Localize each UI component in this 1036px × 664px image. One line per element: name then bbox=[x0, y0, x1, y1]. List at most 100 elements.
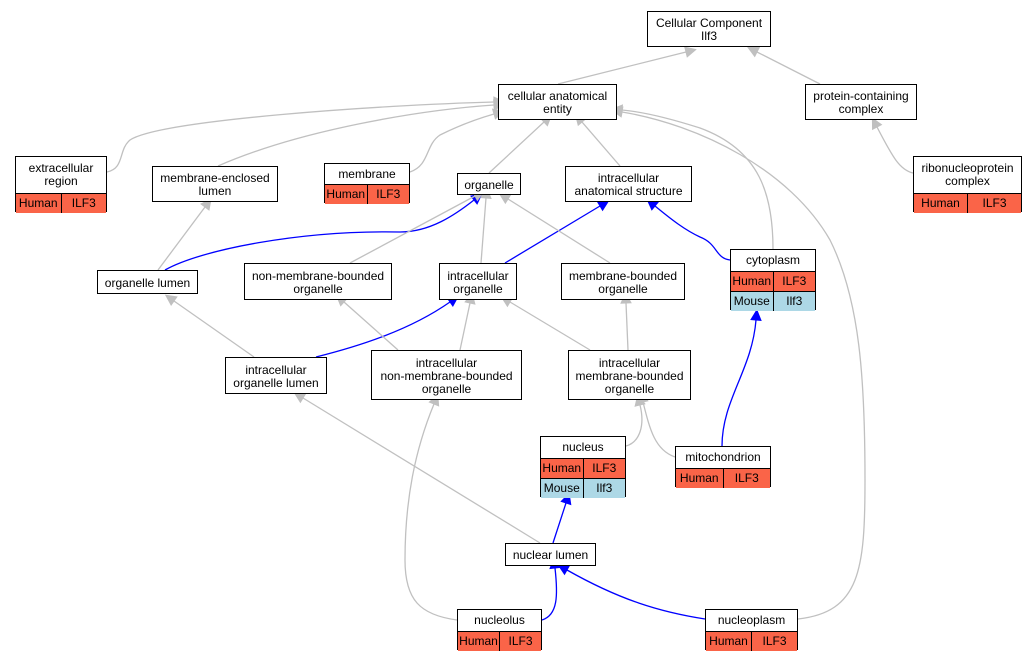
edge-line bbox=[642, 401, 676, 458]
node-label: ribonucleoprotein complex bbox=[921, 161, 1014, 188]
node-membrane-bounded-organelle[interactable]: membrane-bounded organelle bbox=[561, 263, 685, 300]
node-label: cellular anatomical entity bbox=[507, 89, 608, 116]
node-label: cytoplasm bbox=[745, 253, 801, 267]
species-cell: Mouse bbox=[543, 481, 580, 495]
node-intracellular-organelle[interactable]: intracellular organelle bbox=[439, 263, 517, 300]
edge-line bbox=[721, 319, 757, 447]
node-label: extracellular region bbox=[28, 161, 94, 188]
node-label: nuclear lumen bbox=[512, 548, 589, 562]
edge-membrane-enclosed-lumen-to-cae bbox=[217, 99, 506, 167]
edge-nuclear-lumen-to-intracellular-organelle-lumen bbox=[293, 392, 541, 544]
gene-cell: ILF3 bbox=[582, 459, 626, 478]
node-label: protein-containing complex bbox=[813, 89, 909, 116]
edge-line bbox=[315, 301, 451, 358]
species-cell: Human bbox=[732, 274, 772, 288]
edge-line bbox=[654, 205, 731, 261]
edge-organelle-lumen-to-membrane-enclosed-lumen bbox=[157, 198, 212, 271]
edge-organelle-to-cae bbox=[488, 114, 553, 174]
gene-cell: ILF3 bbox=[60, 194, 107, 213]
node-label: intracellular non-membrane-bounded organ… bbox=[380, 355, 513, 396]
gene-cell: ILF3 bbox=[366, 185, 410, 204]
edge-line bbox=[581, 121, 621, 167]
edge-line bbox=[106, 101, 495, 173]
node-root[interactable]: Cellular Component Ilf3 bbox=[647, 11, 771, 47]
species-cell: Human bbox=[459, 634, 498, 648]
edge-cae-to-root bbox=[557, 46, 697, 85]
gene-cell: ILF3 bbox=[722, 469, 771, 488]
species-cell: Mouse bbox=[733, 294, 770, 308]
node-label: intracellular organelle lumen bbox=[233, 362, 319, 390]
gene-cell: ILF3 bbox=[499, 632, 541, 651]
edge-extracellular-region-to-cae bbox=[106, 96, 506, 173]
node-label: intracellular organelle bbox=[447, 268, 509, 296]
edge-mitochondrion-to-cytoplasm bbox=[721, 308, 762, 447]
node-label: intracellular membrane-bounded organelle bbox=[575, 355, 684, 396]
node-label: Cellular Component Ilf3 bbox=[655, 16, 763, 43]
gene-cell: ILF3 bbox=[967, 194, 1021, 213]
species-cell: Human bbox=[679, 471, 719, 485]
node-membrane-enclosed-lumen[interactable]: membrane-enclosed lumen bbox=[152, 166, 278, 202]
node-label: nucleus bbox=[562, 440, 604, 454]
node-non-membrane-bounded-organelle[interactable]: non-membrane-bounded organelle bbox=[244, 263, 392, 300]
species-cell: Human bbox=[326, 187, 366, 201]
node-label: membrane-enclosed lumen bbox=[160, 171, 270, 198]
node-organelle-lumen[interactable]: organelle lumen bbox=[97, 270, 198, 294]
edge-line bbox=[409, 113, 495, 173]
edge-line bbox=[488, 121, 545, 174]
edge-nuclear-lumen-to-nucleus bbox=[552, 492, 572, 544]
edge-line bbox=[302, 397, 541, 544]
species-cell: Human bbox=[921, 196, 960, 210]
node-label: nucleoplasm bbox=[717, 613, 786, 627]
edge-line bbox=[459, 302, 471, 351]
edge-pcc-to-root bbox=[747, 46, 821, 85]
edge-arrowhead bbox=[871, 117, 883, 131]
edge-membrane-to-cae bbox=[409, 108, 505, 173]
node-intracellular-organelle-lumen[interactable]: intracellular organelle lumen bbox=[225, 357, 327, 394]
node-intracellular-anatomical-structure[interactable]: intracellular anatomical structure bbox=[565, 166, 692, 202]
node-organelle[interactable]: organelle bbox=[457, 173, 521, 195]
edge-line bbox=[217, 104, 495, 167]
edge-line bbox=[157, 206, 206, 271]
edge-line bbox=[509, 301, 591, 351]
edge-arrowhead bbox=[164, 294, 178, 307]
edge-nucleolus-to-nuclear-lumen bbox=[541, 556, 561, 621]
edge-intracellular-anatomical-structure-to-cae bbox=[574, 113, 621, 167]
edge-intracellular-organelle-lumen-to-intracellular-organelle bbox=[315, 295, 460, 358]
node-pcc[interactable]: protein-containing complex bbox=[805, 84, 917, 120]
node-cae[interactable]: cellular anatomical entity bbox=[498, 84, 617, 120]
node-nuclear-lumen[interactable]: nuclear lumen bbox=[505, 543, 596, 566]
species-cell: Human bbox=[709, 634, 748, 648]
edge-line bbox=[173, 300, 255, 358]
edge-line bbox=[876, 126, 914, 174]
node-label: organelle bbox=[464, 177, 514, 192]
edge-line bbox=[343, 301, 399, 351]
edge-arrowhead bbox=[747, 46, 761, 58]
node-label: membrane-bounded organelle bbox=[568, 268, 678, 296]
gene-cell: ILF3 bbox=[772, 272, 816, 291]
species-cell: Human bbox=[542, 461, 582, 475]
node-label: membrane bbox=[338, 166, 396, 181]
node-intracellular-nmbo[interactable]: intracellular non-membrane-bounded organ… bbox=[371, 350, 522, 400]
species-cell: Human bbox=[18, 196, 58, 210]
edge-nucleolus-to-intracellular-nmbo bbox=[404, 393, 458, 621]
node-label: mitochondrion bbox=[685, 450, 761, 464]
edge-organelle-lumen-to-organelle bbox=[164, 193, 483, 271]
edge-line bbox=[480, 197, 487, 264]
edge-intracellular-organelle-to-organelle bbox=[480, 186, 492, 264]
gene-cell: Ilf3 bbox=[772, 292, 816, 311]
node-intracellular-mbo[interactable]: intracellular membrane-bounded organelle bbox=[568, 350, 691, 400]
edge-line bbox=[557, 51, 687, 85]
edge-line bbox=[552, 502, 567, 544]
